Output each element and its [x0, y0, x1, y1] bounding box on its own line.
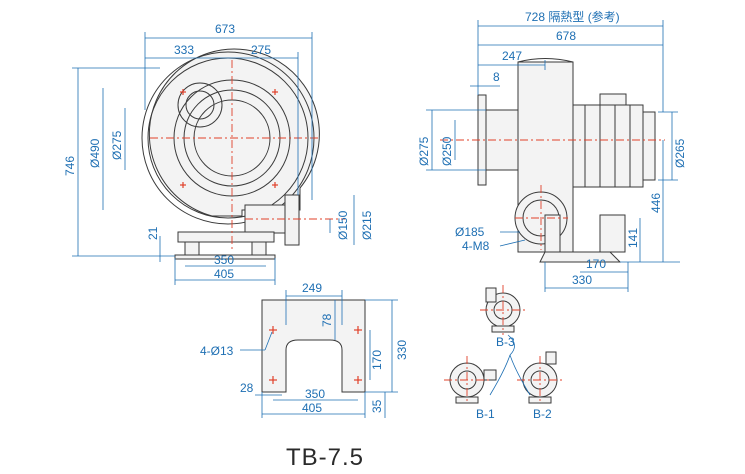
orientation-b3-label: B-3	[496, 335, 515, 349]
front-outlet-inner: Ø150	[336, 210, 350, 240]
base-holes: 4-Ø13	[200, 344, 234, 358]
orientation-b2-label: B-2	[533, 407, 552, 421]
base-top-width: 249	[302, 281, 322, 295]
side-base-outer: 330	[572, 273, 592, 287]
front-right-span: 275	[251, 43, 271, 57]
side-base-inner: 170	[586, 257, 606, 271]
base-plan-view: 249 78 4-Ø13 170 330 28 350 405 35	[200, 281, 409, 418]
orientation-sketches: B-3 B-1 B-2	[444, 285, 563, 421]
orientation-b1: B-1	[444, 354, 511, 421]
front-base-outer: 405	[214, 267, 234, 281]
side-outlet-bolts: 4-M8	[462, 239, 490, 253]
front-left-span: 333	[174, 43, 194, 57]
base-notch-depth: 78	[320, 313, 334, 327]
orientation-b2: B-2	[509, 351, 563, 421]
base-hole-spacing-h: 350	[305, 387, 325, 401]
front-inlet-diameter: Ø275	[110, 130, 124, 160]
base-edge-offset: 28	[240, 381, 254, 395]
base-width-overall: 405	[302, 401, 322, 415]
orientation-b3: B-3	[480, 285, 525, 356]
front-height-overall: 746	[63, 156, 77, 176]
front-view: 673 333 275 746 Ø490 Ø275 21 Ø150 Ø215 3…	[63, 22, 374, 285]
side-center-height: 446	[649, 193, 663, 213]
side-inlet-inner: Ø250	[440, 136, 454, 166]
side-flange-thickness: 8	[493, 70, 500, 84]
side-outlet-bolt-circle: Ø185	[455, 225, 485, 239]
front-outlet-outer: Ø215	[360, 210, 374, 240]
front-casing-diameter: Ø490	[88, 138, 102, 168]
model-title: TB-7.5	[286, 444, 364, 471]
orientation-b1-label: B-1	[476, 407, 495, 421]
front-width-overall: 673	[215, 22, 235, 36]
base-depth-overall: 330	[395, 340, 409, 360]
side-outlet-height: 141	[626, 228, 640, 248]
side-inlet-outer: Ø275	[417, 136, 431, 166]
side-length-overall: 678	[556, 29, 576, 43]
front-base-inner: 350	[214, 253, 234, 267]
base-bottom-margin: 35	[370, 399, 384, 413]
side-inlet-length: 247	[502, 49, 522, 63]
base-hole-spacing-v: 170	[370, 350, 384, 370]
side-motor-diameter: Ø265	[673, 138, 687, 168]
side-spacer-note: 728 隔熱型 (参考)	[525, 9, 620, 24]
side-view: 728 隔熱型 (参考) 678 247 8 Ø275 Ø250 Ø265 44…	[417, 9, 687, 292]
front-base-height: 21	[146, 226, 160, 240]
